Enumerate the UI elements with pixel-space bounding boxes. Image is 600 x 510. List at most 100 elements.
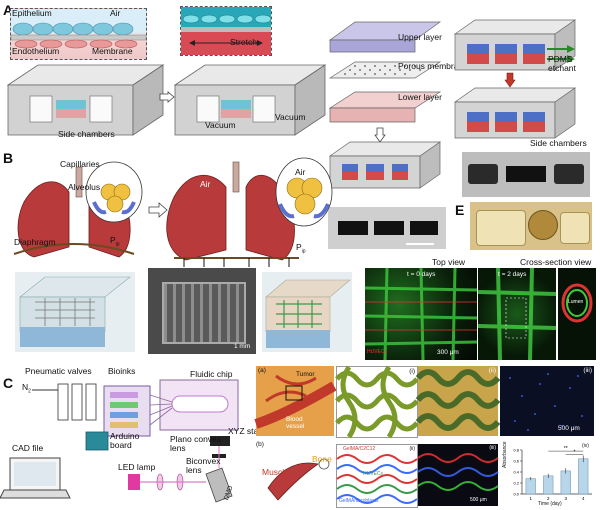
chart-y-tick-label: 0.0 (513, 492, 519, 497)
side-chambers-label: Side chambers (58, 129, 115, 139)
air-label-3: Air (295, 167, 306, 177)
porous-membrane-label: Porous membrane (398, 61, 468, 71)
panel-letter-a: A (3, 2, 14, 18)
vessel-network-t2 (477, 267, 557, 361)
chart-y-tick-label: 0.2 (513, 481, 519, 486)
nuclei-dots (509, 373, 583, 431)
chart-bar (543, 475, 554, 495)
chart-bar (578, 458, 589, 495)
device-photo (470, 202, 592, 250)
chart-y-tick-label: 0.8 (513, 448, 519, 453)
iv-tag: (iv) (582, 443, 589, 449)
scale-500: 500 μm (558, 425, 580, 432)
bioprinter-schematic (0, 379, 239, 503)
bioinks-label: Bioinks (108, 366, 136, 376)
wavy-channels (335, 365, 419, 439)
bone-label: Bone (312, 454, 332, 464)
xyz-stage-label: XYZ stage (228, 426, 268, 436)
b-tag: (b) (256, 441, 264, 448)
muscle-label: Muscle (262, 467, 289, 477)
scaffold-grid-cells (265, 279, 351, 348)
chart-bar (525, 478, 536, 495)
tumor-model-illustration: (a) Tumor Blood vessel (254, 366, 337, 436)
fluidic-chip-label: Fluidic chip (190, 369, 233, 379)
stretched-cells (181, 7, 271, 55)
scaffold-render-2 (262, 272, 352, 352)
chart-ylabel: Absorbance (502, 441, 508, 468)
chart-y-tick-label: 0.4 (513, 470, 519, 475)
tumor-label: Tumor (296, 371, 315, 378)
air-label-2: Air (240, 171, 251, 181)
biconvex-label: Biconvex lens (186, 456, 221, 476)
lumen-label: Lumen (568, 299, 584, 305)
device-schematic-2 (173, 64, 327, 136)
ii-tag: (ii) (488, 367, 496, 374)
exploded-layers (328, 21, 442, 123)
cad-file-label: CAD file (12, 443, 44, 453)
arrow-down-icon (374, 127, 386, 143)
membrane-inset (10, 8, 147, 60)
chart-x-tick-label: 3 (564, 496, 567, 501)
plano-convex-label: Plano convex lens (170, 434, 222, 454)
gelma-fibro-label: GelMA/fibroblasts (339, 498, 379, 504)
diaphragm-label: Diaphragm (14, 237, 56, 247)
chart-bar (560, 470, 571, 495)
stretch-label: Stretch (230, 37, 257, 47)
printed-pattern (415, 366, 501, 436)
panel-letter-b: B (3, 150, 14, 166)
top-view-label: Top view (432, 257, 466, 267)
etched-micrograph (462, 152, 590, 197)
side-chambers-right-label: Side chambers (530, 138, 587, 148)
pneumatic-valves-label: Pneumatic valves (25, 366, 92, 376)
ii-tag-b: (ii) (409, 446, 415, 452)
arduino-board-label: Arduino board (110, 431, 140, 451)
cross-section-micrograph (328, 207, 446, 249)
arrow-right-icon (159, 91, 175, 103)
air-label: Air (110, 8, 121, 18)
iii-tag-b: (iii) (489, 445, 496, 451)
pdms-device (453, 19, 577, 71)
vessel-network-t0 (364, 267, 478, 361)
pip-label: Pip (110, 235, 120, 248)
blood-vessel-label: Blood vessel (286, 416, 305, 431)
chart-annotation: ** (564, 446, 568, 452)
panel-letter-c: C (3, 375, 14, 391)
etched-device (453, 87, 577, 139)
scaffold-grid (19, 276, 131, 347)
cross-section-view-label: Cross-section view (520, 257, 592, 267)
t0-label: t = 0 days (407, 271, 436, 278)
printed-construct-photo: (ii) (415, 366, 501, 436)
membrane-label: Membrane (92, 46, 133, 56)
pdms-etchant-label: PDMS etchant (548, 54, 576, 74)
cell-layers (10, 22, 147, 49)
sem-micrograph: 1 mm (148, 268, 256, 354)
chart-x-tick-label: 1 (529, 496, 532, 501)
vessel-pattern-design: (i) (335, 365, 419, 439)
epithelium-label: Epithelium (12, 8, 52, 18)
assembled-device (328, 141, 442, 189)
led-lamp-label: LED lamp (118, 462, 156, 472)
layered-design: GelMA/C2C12 HUVECs GelMA/fibroblasts (ii… (336, 444, 418, 508)
upper-layer-label: Upper layer (398, 32, 442, 42)
scale-500b: 500 μm (470, 497, 487, 503)
huvec-layer-label: HUVECs (363, 471, 384, 477)
chart-xlabel: Time (day) (538, 501, 562, 507)
fluorescence-t2: t = 2 days (477, 267, 557, 361)
device-schematic-1 (6, 64, 165, 136)
t2-label: t = 2 days (498, 271, 527, 278)
lumen-ring (561, 283, 593, 323)
tri-culture-lines (417, 453, 499, 491)
tri-culture-micrograph: (iii) 500 μm (417, 444, 499, 506)
layered-channels (336, 454, 418, 504)
chart-annotation: * (574, 449, 576, 455)
vacuum-label-2: Vacuum (275, 112, 306, 122)
vacuum-label-1: Vacuum (205, 120, 236, 130)
a-tag: (a) (258, 367, 266, 374)
endothelium-label: Endothelium (12, 46, 60, 56)
nuclei-micrograph: (iii) 500 μm (500, 366, 594, 436)
chart-y-tick-label: 0.6 (513, 459, 519, 464)
iii-tag: (iii) (583, 367, 592, 374)
tumor-vessel (254, 374, 337, 429)
n2-label: N2 (22, 382, 31, 395)
capillaries-label: Capillaries (60, 159, 100, 169)
